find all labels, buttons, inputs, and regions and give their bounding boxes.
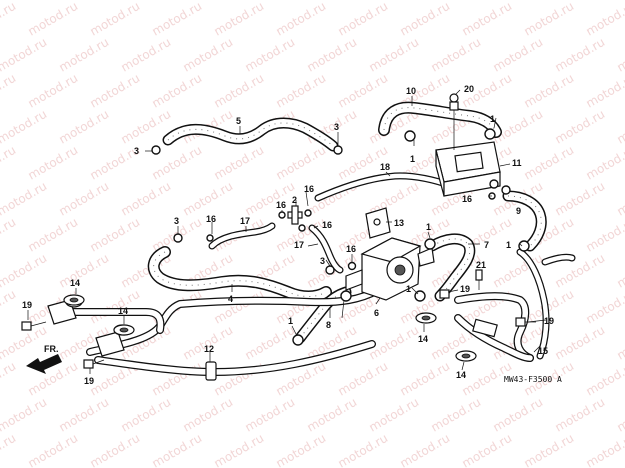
callout-16: 16 — [322, 220, 332, 230]
callout-1: 1 — [506, 240, 511, 250]
callout-16: 16 — [304, 184, 314, 194]
callout-20: 20 — [464, 84, 474, 94]
callout-9: 9 — [516, 206, 521, 216]
callout-labels: 1 1 1 1 1 1 2 3 3 3 3 4 5 6 7 8 9 10 11 … — [22, 84, 554, 386]
watermark-text: motod.ru — [615, 0, 625, 3]
callout-16: 16 — [462, 194, 472, 204]
drawing-code: MW43-F3500 A — [504, 375, 562, 384]
callout-19: 19 — [544, 316, 554, 326]
callout-1: 1 — [426, 222, 431, 232]
callout-17: 17 — [294, 240, 304, 250]
callout-3: 3 — [134, 146, 139, 156]
valve-6 — [340, 237, 436, 302]
callout-1: 1 — [288, 316, 293, 326]
callout-14: 14 — [418, 334, 428, 344]
direction-label: FR. — [44, 344, 59, 354]
callout-7: 7 — [484, 240, 489, 250]
hose-9 — [502, 190, 547, 252]
callout-1: 1 — [410, 154, 415, 164]
pipe-12 — [58, 286, 382, 381]
callout-8: 8 — [326, 320, 331, 330]
callout-3: 3 — [320, 256, 325, 266]
hose-5 — [162, 117, 339, 152]
callout-16: 16 — [346, 244, 356, 254]
callout-6: 6 — [374, 308, 379, 318]
callout-19: 19 — [460, 284, 470, 294]
front-direction-arrow: FR. — [26, 344, 62, 374]
callout-15: 15 — [538, 346, 548, 356]
hose-17-left — [208, 222, 276, 250]
callout-10: 10 — [406, 86, 416, 96]
callout-13: 13 — [394, 218, 404, 228]
callout-3: 3 — [334, 122, 339, 132]
bracket-13 — [365, 207, 391, 239]
callout-11: 11 — [512, 158, 522, 168]
callout-12: 12 — [204, 344, 214, 354]
callout-19: 19 — [84, 376, 94, 386]
hose-17-center — [308, 224, 344, 274]
callout-19: 19 — [22, 300, 32, 310]
gasket-14 — [63, 294, 477, 362]
canister-11 — [404, 93, 511, 197]
hose-10 — [378, 101, 502, 138]
fitting-21 — [475, 269, 483, 290]
t-joint-2 — [278, 205, 312, 232]
callout-2: 2 — [292, 195, 297, 205]
callout-18: 18 — [380, 162, 390, 172]
callout-4: 4 — [228, 294, 233, 304]
hose-18 — [314, 172, 456, 202]
callout-17: 17 — [240, 216, 250, 226]
callout-16: 16 — [206, 214, 216, 224]
pipe-15 — [454, 248, 576, 362]
callout-21: 21 — [476, 260, 486, 270]
callout-14: 14 — [118, 306, 128, 316]
leader-lines — [27, 89, 547, 374]
hose-7 — [426, 233, 476, 302]
callout-14: 14 — [456, 370, 466, 380]
callout-14: 14 — [70, 278, 80, 288]
callout-1: 1 — [406, 284, 411, 294]
callout-1: 1 — [490, 114, 495, 124]
callout-16: 16 — [276, 200, 286, 210]
callout-5: 5 — [236, 116, 241, 126]
hose-4 — [147, 246, 332, 303]
callout-3: 3 — [174, 216, 179, 226]
